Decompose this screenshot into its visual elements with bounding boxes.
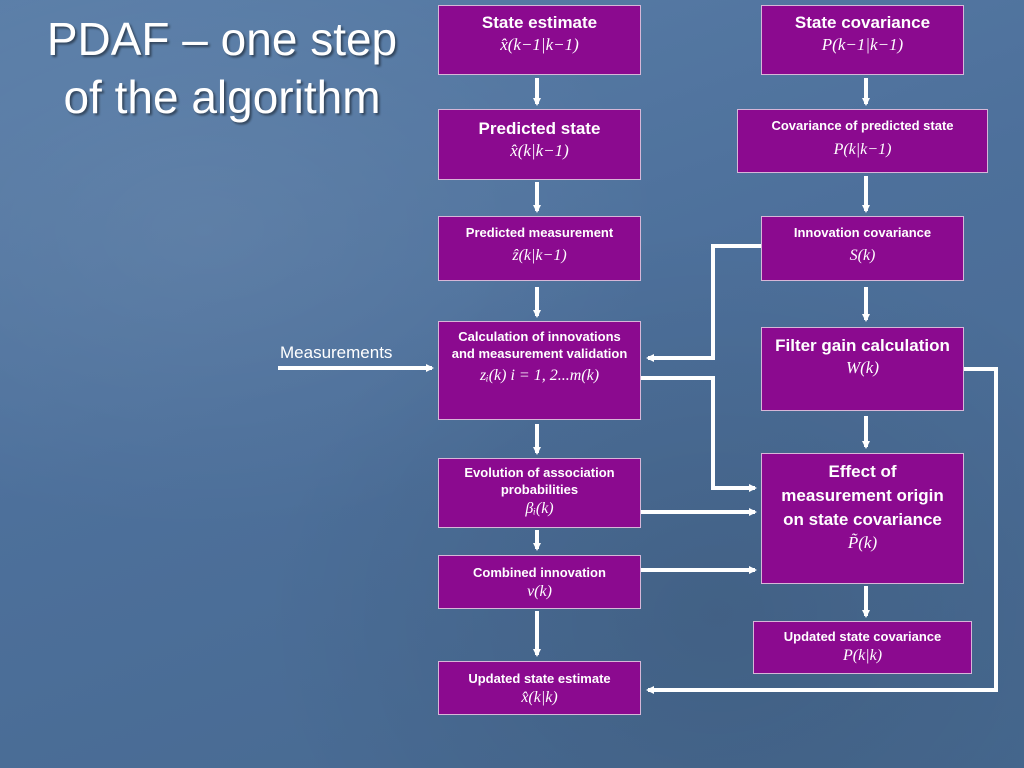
state-covariance-formula: P(k−1|k−1): [821, 35, 904, 54]
predicted-state-box: Predicted state x̂(k|k−1): [438, 109, 641, 180]
predicted-measurement-label: Predicted measurement: [465, 225, 614, 240]
measurement-origin-box: Effect of measurement origin on state co…: [761, 453, 964, 584]
title-line-1: PDAF – one step: [46, 13, 398, 65]
association-probs-box: Evolution of association probabilities β…: [438, 458, 641, 528]
innovation-covariance-formula: S(k): [849, 247, 876, 264]
updated-covariance-label: Updated state covariance: [783, 629, 942, 644]
filter-gain-formula: W(k): [845, 358, 880, 377]
covariance-predicted-state-box: Covariance of predicted state P(k|k−1): [737, 109, 988, 173]
innovation-calc-box: Calculation of innovations and measureme…: [438, 321, 641, 420]
innovation-calc-label: Calculation of innovations and measureme…: [451, 329, 628, 361]
association-probs-label: Evolution of association probabilities: [464, 465, 615, 497]
predicted-state-formula: x̂(k|k−1): [510, 141, 569, 160]
combined-innovation-box: Combined innovation v(k): [438, 555, 641, 609]
combined-innovation-formula: v(k): [527, 583, 552, 600]
covariance-predicted-state-label: Covariance of predicted state: [771, 118, 954, 133]
innovation-calc-formula: zᵢ(k) i = 1, 2...m(k): [479, 367, 600, 384]
slide-title: PDAF – one step of the algorithm: [22, 10, 422, 126]
state-estimate-formula: x̂(k−1|k−1): [500, 35, 579, 54]
state-covariance-box: State covariance P(k−1|k−1): [761, 5, 964, 75]
state-estimate-box: State estimate x̂(k−1|k−1): [438, 5, 641, 75]
updated-estimate-formula: x̂(k|k): [521, 689, 558, 706]
state-estimate-label: State estimate: [481, 13, 598, 32]
arrow-innov-cov-to-calc: [646, 244, 761, 362]
association-probs-formula: βᵢ(k): [525, 500, 554, 517]
arrow-calc-to-origin: [641, 376, 757, 492]
combined-innovation-label: Combined innovation: [473, 565, 606, 580]
covariance-predicted-state-formula: P(k|k−1): [833, 141, 892, 158]
filter-gain-label: Filter gain calculation: [775, 336, 950, 355]
predicted-measurement-box: Predicted measurement ẑ(k|k−1): [438, 216, 641, 281]
predicted-measurement-formula: ẑ(k|k−1): [512, 247, 567, 264]
updated-covariance-box: Updated state covariance P(k|k): [753, 621, 972, 674]
innovation-covariance-box: Innovation covariance S(k): [761, 216, 964, 281]
arrow-gain-to-updated-estimate: [646, 367, 998, 694]
updated-estimate-box: Updated state estimate x̂(k|k): [438, 661, 641, 715]
measurements-label: Measurements: [280, 343, 393, 362]
measurement-origin-formula: P̃(k): [847, 533, 878, 552]
predicted-state-label: Predicted state: [478, 119, 601, 138]
measurement-origin-label: Effect of measurement origin on state co…: [781, 462, 944, 529]
updated-estimate-label: Updated state estimate: [468, 671, 611, 686]
title-line-2: of the algorithm: [63, 71, 381, 123]
filter-gain-box: Filter gain calculation W(k): [761, 327, 964, 411]
updated-covariance-formula: P(k|k): [842, 647, 883, 664]
state-covariance-label: State covariance: [794, 13, 931, 32]
innovation-covariance-label: Innovation covariance: [793, 225, 932, 240]
